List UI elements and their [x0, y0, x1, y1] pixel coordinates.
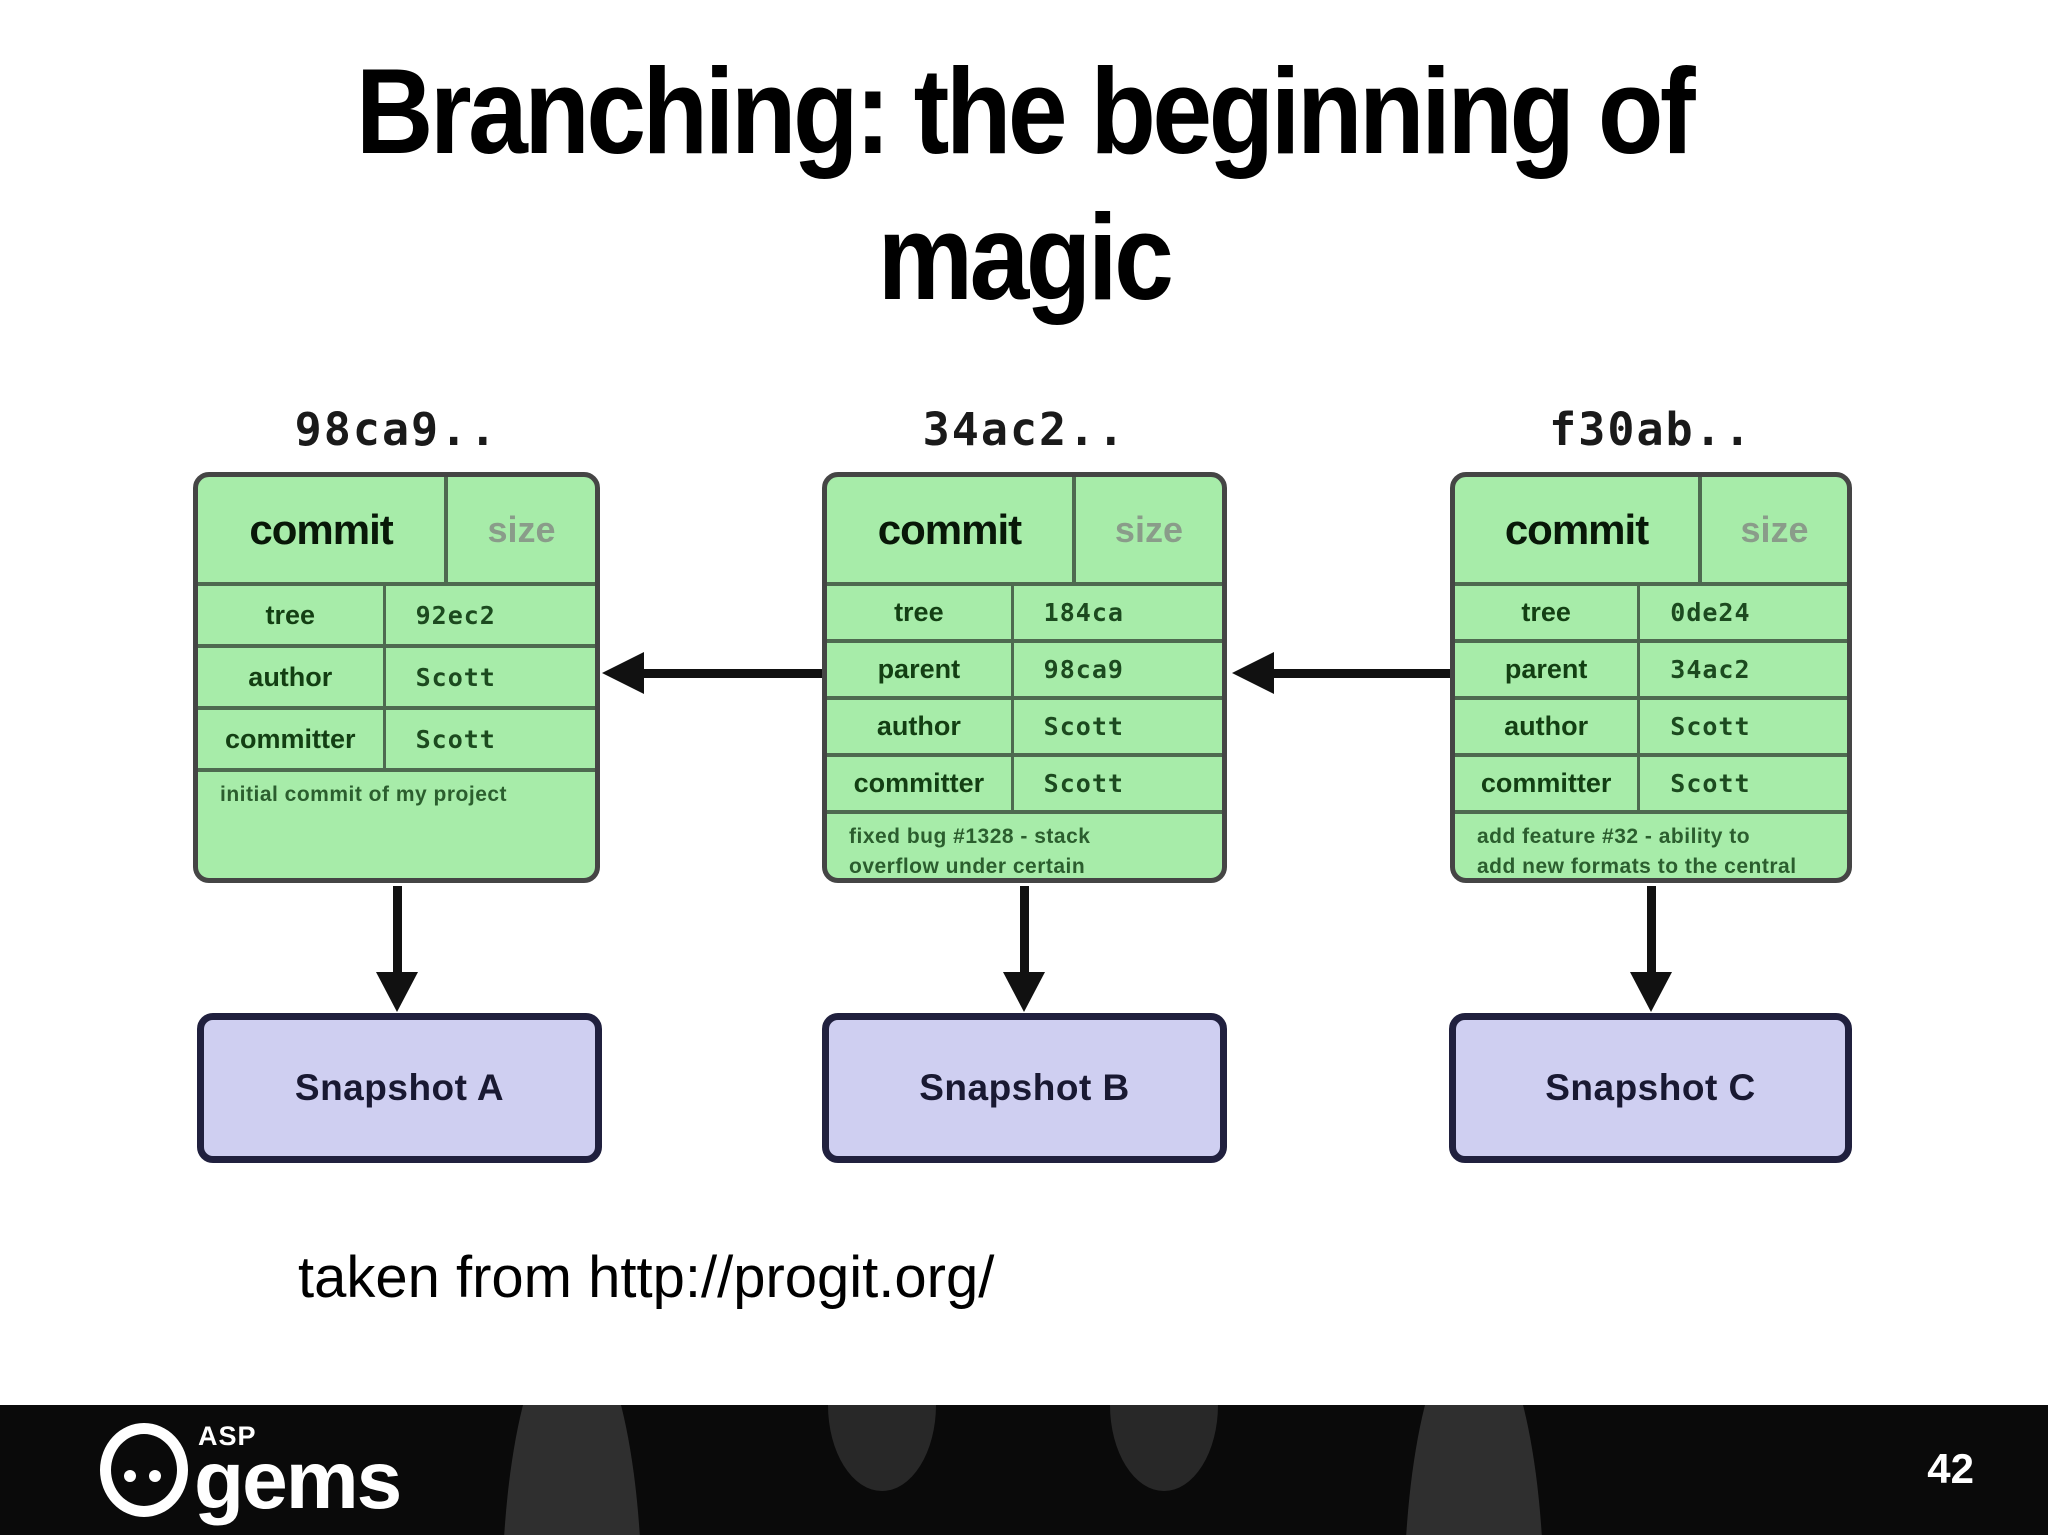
- slide-title-line-2: magic: [877, 189, 1174, 325]
- commit-header: commit size: [827, 477, 1222, 582]
- row-label: author: [827, 700, 1014, 753]
- commit-row-parent: parent 34ac2: [1455, 639, 1847, 696]
- commit-row-tree: tree 184ca: [827, 582, 1222, 639]
- commit-message-line: initial commit of my project: [220, 783, 508, 806]
- commit-message-line: add new formats to the central: [1477, 854, 1797, 878]
- row-value: 0de24: [1670, 598, 1751, 627]
- logo-text-asp: ASP: [198, 1421, 257, 1451]
- snapshot-arrow-line-3: [1647, 886, 1656, 974]
- commit-size-label: size: [1740, 508, 1809, 550]
- commit-row-tree: tree 0de24: [1455, 582, 1847, 639]
- logo-text-gems: gems: [194, 1435, 402, 1526]
- commit-row-author: author Scott: [198, 644, 595, 706]
- commit-message-line: add feature #32 - ability to: [1477, 825, 1751, 848]
- commit-box-98ca9: commit size tree 92ec2 author Scott comm…: [193, 472, 600, 883]
- commit-header: commit size: [1455, 477, 1847, 582]
- parent-arrow-line-3to2: [1272, 669, 1450, 678]
- commit-row-committer: committer Scott: [1455, 753, 1847, 810]
- attribution-text: taken from http://progit.org/: [298, 1245, 995, 1310]
- commit-message: fixed bug #1328 - stack overflow under c…: [827, 810, 1222, 878]
- commit-message: add feature #32 - ability to add new for…: [1455, 810, 1847, 878]
- footer-decor-circle: [828, 1405, 936, 1491]
- row-value: Scott: [415, 724, 496, 754]
- commit-hash-label-2: 34ac2..: [922, 403, 1127, 456]
- footer-decor-circle: [1110, 1405, 1218, 1491]
- commit-message-line: overflow under certain: [849, 854, 1086, 878]
- row-label: committer: [198, 710, 386, 768]
- commit-box-f30ab: commit size tree 0de24 parent 34ac2 auth…: [1450, 472, 1852, 883]
- row-value: 98ca9: [1043, 655, 1124, 684]
- commit-size-label: size: [487, 508, 556, 550]
- commit-message-line: fixed bug #1328 - stack: [849, 825, 1091, 848]
- row-value: 184ca: [1043, 598, 1124, 627]
- row-value: 92ec2: [415, 600, 496, 630]
- parent-arrow-head-3to2: [1232, 652, 1274, 694]
- commit-hash-label-3: f30ab..: [1549, 403, 1753, 456]
- footer-bar: ASP gems 42: [0, 1405, 2048, 1535]
- snapshot-arrow-head-2: [1003, 972, 1045, 1012]
- footer-decor-circle: [502, 1405, 642, 1535]
- snapshot-arrow-head-1: [376, 972, 418, 1012]
- logo-text: ASP gems: [194, 1421, 402, 1526]
- aspgems-logo: ASP gems: [100, 1421, 402, 1526]
- commit-row-author: author Scott: [1455, 696, 1847, 753]
- slide-title-line-1: Branching: the beginning of: [355, 43, 1696, 179]
- row-label: author: [198, 648, 386, 706]
- commit-header: commit size: [198, 477, 595, 582]
- row-label: committer: [827, 757, 1014, 810]
- row-label: parent: [1455, 643, 1641, 696]
- commit-message: initial commit of my project: [198, 768, 595, 878]
- snapshot-arrow-line-2: [1020, 886, 1029, 974]
- row-label: tree: [1455, 586, 1641, 639]
- commit-type-label: commit: [1455, 477, 1703, 582]
- row-value: Scott: [415, 662, 496, 692]
- commit-row-committer: committer Scott: [827, 753, 1222, 810]
- snapshot-label: Snapshot C: [1545, 1067, 1756, 1108]
- commit-row-parent: parent 98ca9: [827, 639, 1222, 696]
- page-number: 42: [1927, 1445, 1974, 1492]
- snapshot-box-b: Snapshot B: [822, 1013, 1227, 1163]
- snapshot-box-a: Snapshot A: [197, 1013, 602, 1163]
- slide-title: Branching: the beginning of magic: [123, 38, 1925, 330]
- snapshot-label: Snapshot A: [294, 1067, 505, 1108]
- commit-row-tree: tree 92ec2: [198, 582, 595, 644]
- smiley-face-icon: [100, 1423, 188, 1517]
- commit-type-label: commit: [198, 477, 449, 582]
- snapshot-box-c: Snapshot C: [1449, 1013, 1852, 1163]
- commit-row-author: author Scott: [827, 696, 1222, 753]
- row-label: author: [1455, 700, 1641, 753]
- smiley-eye: [124, 1470, 136, 1482]
- commit-hash-label-1: 98ca9..: [294, 403, 499, 456]
- row-value: Scott: [1670, 712, 1751, 741]
- commit-type-label: commit: [827, 477, 1076, 582]
- parent-arrow-line-2to1: [642, 669, 822, 678]
- row-label: committer: [1455, 757, 1641, 810]
- snapshot-label: Snapshot B: [919, 1067, 1130, 1108]
- commit-size-label: size: [1114, 508, 1183, 550]
- commit-box-34ac2: commit size tree 184ca parent 98ca9 auth…: [822, 472, 1227, 883]
- row-value: Scott: [1043, 712, 1124, 741]
- row-label: tree: [827, 586, 1014, 639]
- snapshot-arrow-line-1: [393, 886, 402, 974]
- row-value: Scott: [1670, 769, 1751, 798]
- snapshot-arrow-head-3: [1630, 972, 1672, 1012]
- row-label: tree: [198, 586, 386, 644]
- footer-decor-circle: [1404, 1405, 1544, 1535]
- row-value: Scott: [1043, 769, 1124, 798]
- smiley-eye: [149, 1470, 161, 1482]
- row-value: 34ac2: [1670, 655, 1751, 684]
- commit-row-committer: committer Scott: [198, 706, 595, 768]
- parent-arrow-head-2to1: [602, 652, 644, 694]
- row-label: parent: [827, 643, 1014, 696]
